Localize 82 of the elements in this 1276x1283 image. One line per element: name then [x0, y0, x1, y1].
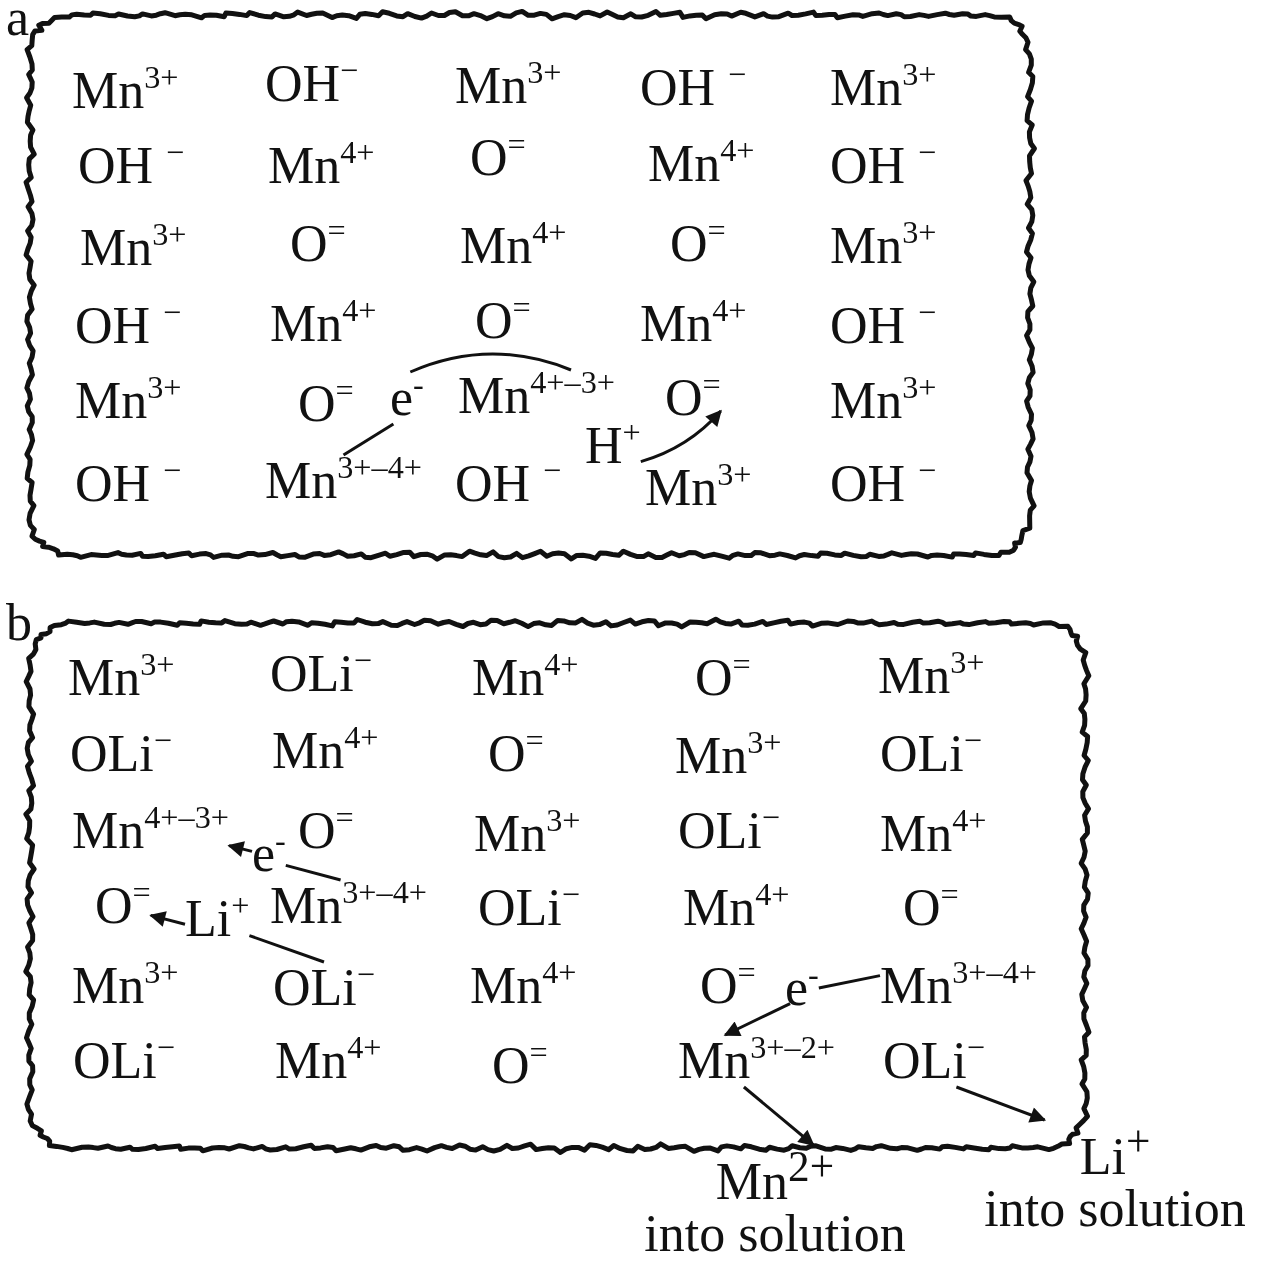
ion-label: OH $^{−}$	[78, 140, 185, 192]
ion-label: Mn$^{3+}$	[474, 808, 581, 860]
ion-label: Mn$^{4+}$	[272, 725, 379, 777]
ion-label: O$^{=}$	[903, 882, 959, 934]
ion-label: Mn$^{3+–2+}$	[678, 1035, 835, 1087]
ion-label: Mn$^{4+}$	[270, 298, 377, 350]
ion-label: Li$^{+}$	[1078, 1120, 1152, 1184]
ion-label: Mn$^{4+–3+}$	[458, 370, 615, 422]
ion-label: OH $^{−}$	[830, 458, 937, 510]
ion-label: Mn$^{3+}$	[75, 375, 182, 427]
panel-letter: b	[6, 597, 32, 649]
ion-label: Mn$^{4+}$	[460, 220, 567, 272]
connector-line	[818, 974, 881, 990]
ion-label: OLi$^{−}$	[273, 962, 375, 1014]
ion-label: OH $^{−}$	[75, 458, 182, 510]
ion-label: OH $^{−}$	[830, 140, 937, 192]
connector-line	[248, 934, 325, 964]
ion-label: Mn$^{3+}$	[830, 375, 937, 427]
ion-label: Mn$^{3+}$	[675, 730, 782, 782]
ion-label: Mn$^{3+}$	[645, 462, 752, 514]
ion-label: Mn$^{2+}$	[714, 1145, 836, 1209]
ion-label: Mn$^{3+}$	[830, 220, 937, 272]
ion-label: OH $^{−}$	[75, 300, 182, 352]
ion-label: Mn$^{3+–4+}$	[270, 880, 427, 932]
ion-label: O$^{=}$	[492, 1040, 548, 1092]
ion-label: Mn$^{4+–3+}$	[72, 805, 229, 857]
connector-line	[409, 352, 572, 374]
ion-label: O$^{=}$	[290, 218, 346, 270]
ion-label: H$^{+}$	[585, 420, 641, 472]
ion-label: e$^{-}$	[390, 372, 424, 424]
ion-label: O$^{=}$	[298, 378, 354, 430]
ion-label: Mn$^{3+}$	[878, 650, 985, 702]
ion-label: OLi$^{−}$	[478, 882, 580, 934]
ion-label: O$^{=}$	[488, 728, 544, 780]
ion-label: Mn$^{3+}$	[68, 652, 175, 704]
ion-label: O$^{=}$	[95, 880, 151, 932]
ion-label: OH$^{−}$	[265, 58, 359, 110]
ion-label: Mn$^{3+}$	[830, 62, 937, 114]
ion-label: Li$^{+}$	[185, 893, 250, 945]
ion-label: OLi$^{−}$	[678, 805, 780, 857]
ion-label: Mn$^{4+}$	[648, 138, 755, 190]
panel-letter: a	[6, 0, 30, 44]
ion-label: O$^{=}$	[298, 805, 354, 857]
ion-label: Mn$^{4+}$	[268, 140, 375, 192]
ion-label: Mn$^{4+}$	[880, 808, 987, 860]
ion-label: OH $^{−}$	[455, 458, 562, 510]
ion-label: OH $^{−}$	[830, 300, 937, 352]
arrow	[227, 841, 253, 857]
arrow	[955, 1085, 1047, 1123]
ion-label: OLi$^{−}$	[270, 648, 372, 700]
ion-label: Mn$^{4+}$	[470, 960, 577, 1012]
ion-label: OLi$^{−}$	[880, 728, 982, 780]
ion-label: OLi$^{−}$	[883, 1035, 985, 1087]
ion-label: O$^{=}$	[665, 372, 721, 424]
ion-label: O$^{=}$	[670, 218, 726, 270]
ion-label: Mn$^{3+}$	[72, 960, 179, 1012]
ion-label: Mn$^{4+}$	[683, 882, 790, 934]
ion-label: OLi$^{−}$	[73, 1035, 175, 1087]
connector-line	[285, 863, 341, 882]
ion-label: Mn$^{4+}$	[472, 652, 579, 704]
ion-label: OLi$^{−}$	[70, 728, 172, 780]
ion-label: O$^{=}$	[700, 960, 756, 1012]
arrow	[149, 911, 186, 927]
ion-label: e$^{-}$	[252, 828, 286, 880]
ion-label: O$^{=}$	[475, 295, 531, 347]
ion-label: Mn$^{3+–4+}$	[880, 960, 1037, 1012]
arrow	[723, 1002, 791, 1037]
ion-label: Mn$^{3+}$	[455, 60, 562, 112]
caption-text: into solution	[983, 1183, 1247, 1236]
ion-label: Mn$^{3+}$	[72, 65, 179, 117]
ion-label: Mn$^{4+}$	[640, 298, 747, 350]
ion-label: Mn$^{4+}$	[275, 1035, 382, 1087]
arrow	[640, 409, 722, 464]
ion-label: O$^{=}$	[695, 652, 751, 704]
caption-text: into solution	[643, 1208, 907, 1261]
ion-label: e$^{-}$	[785, 962, 819, 1014]
ion-label: Mn$^{3+}$	[80, 222, 187, 274]
ion-label: Mn$^{3+–4+}$	[265, 455, 422, 507]
connector-line	[342, 422, 395, 457]
ion-label: OH $^{−}$	[640, 62, 747, 114]
ion-label: O$^{=}$	[470, 132, 526, 184]
arrow	[742, 1085, 815, 1147]
